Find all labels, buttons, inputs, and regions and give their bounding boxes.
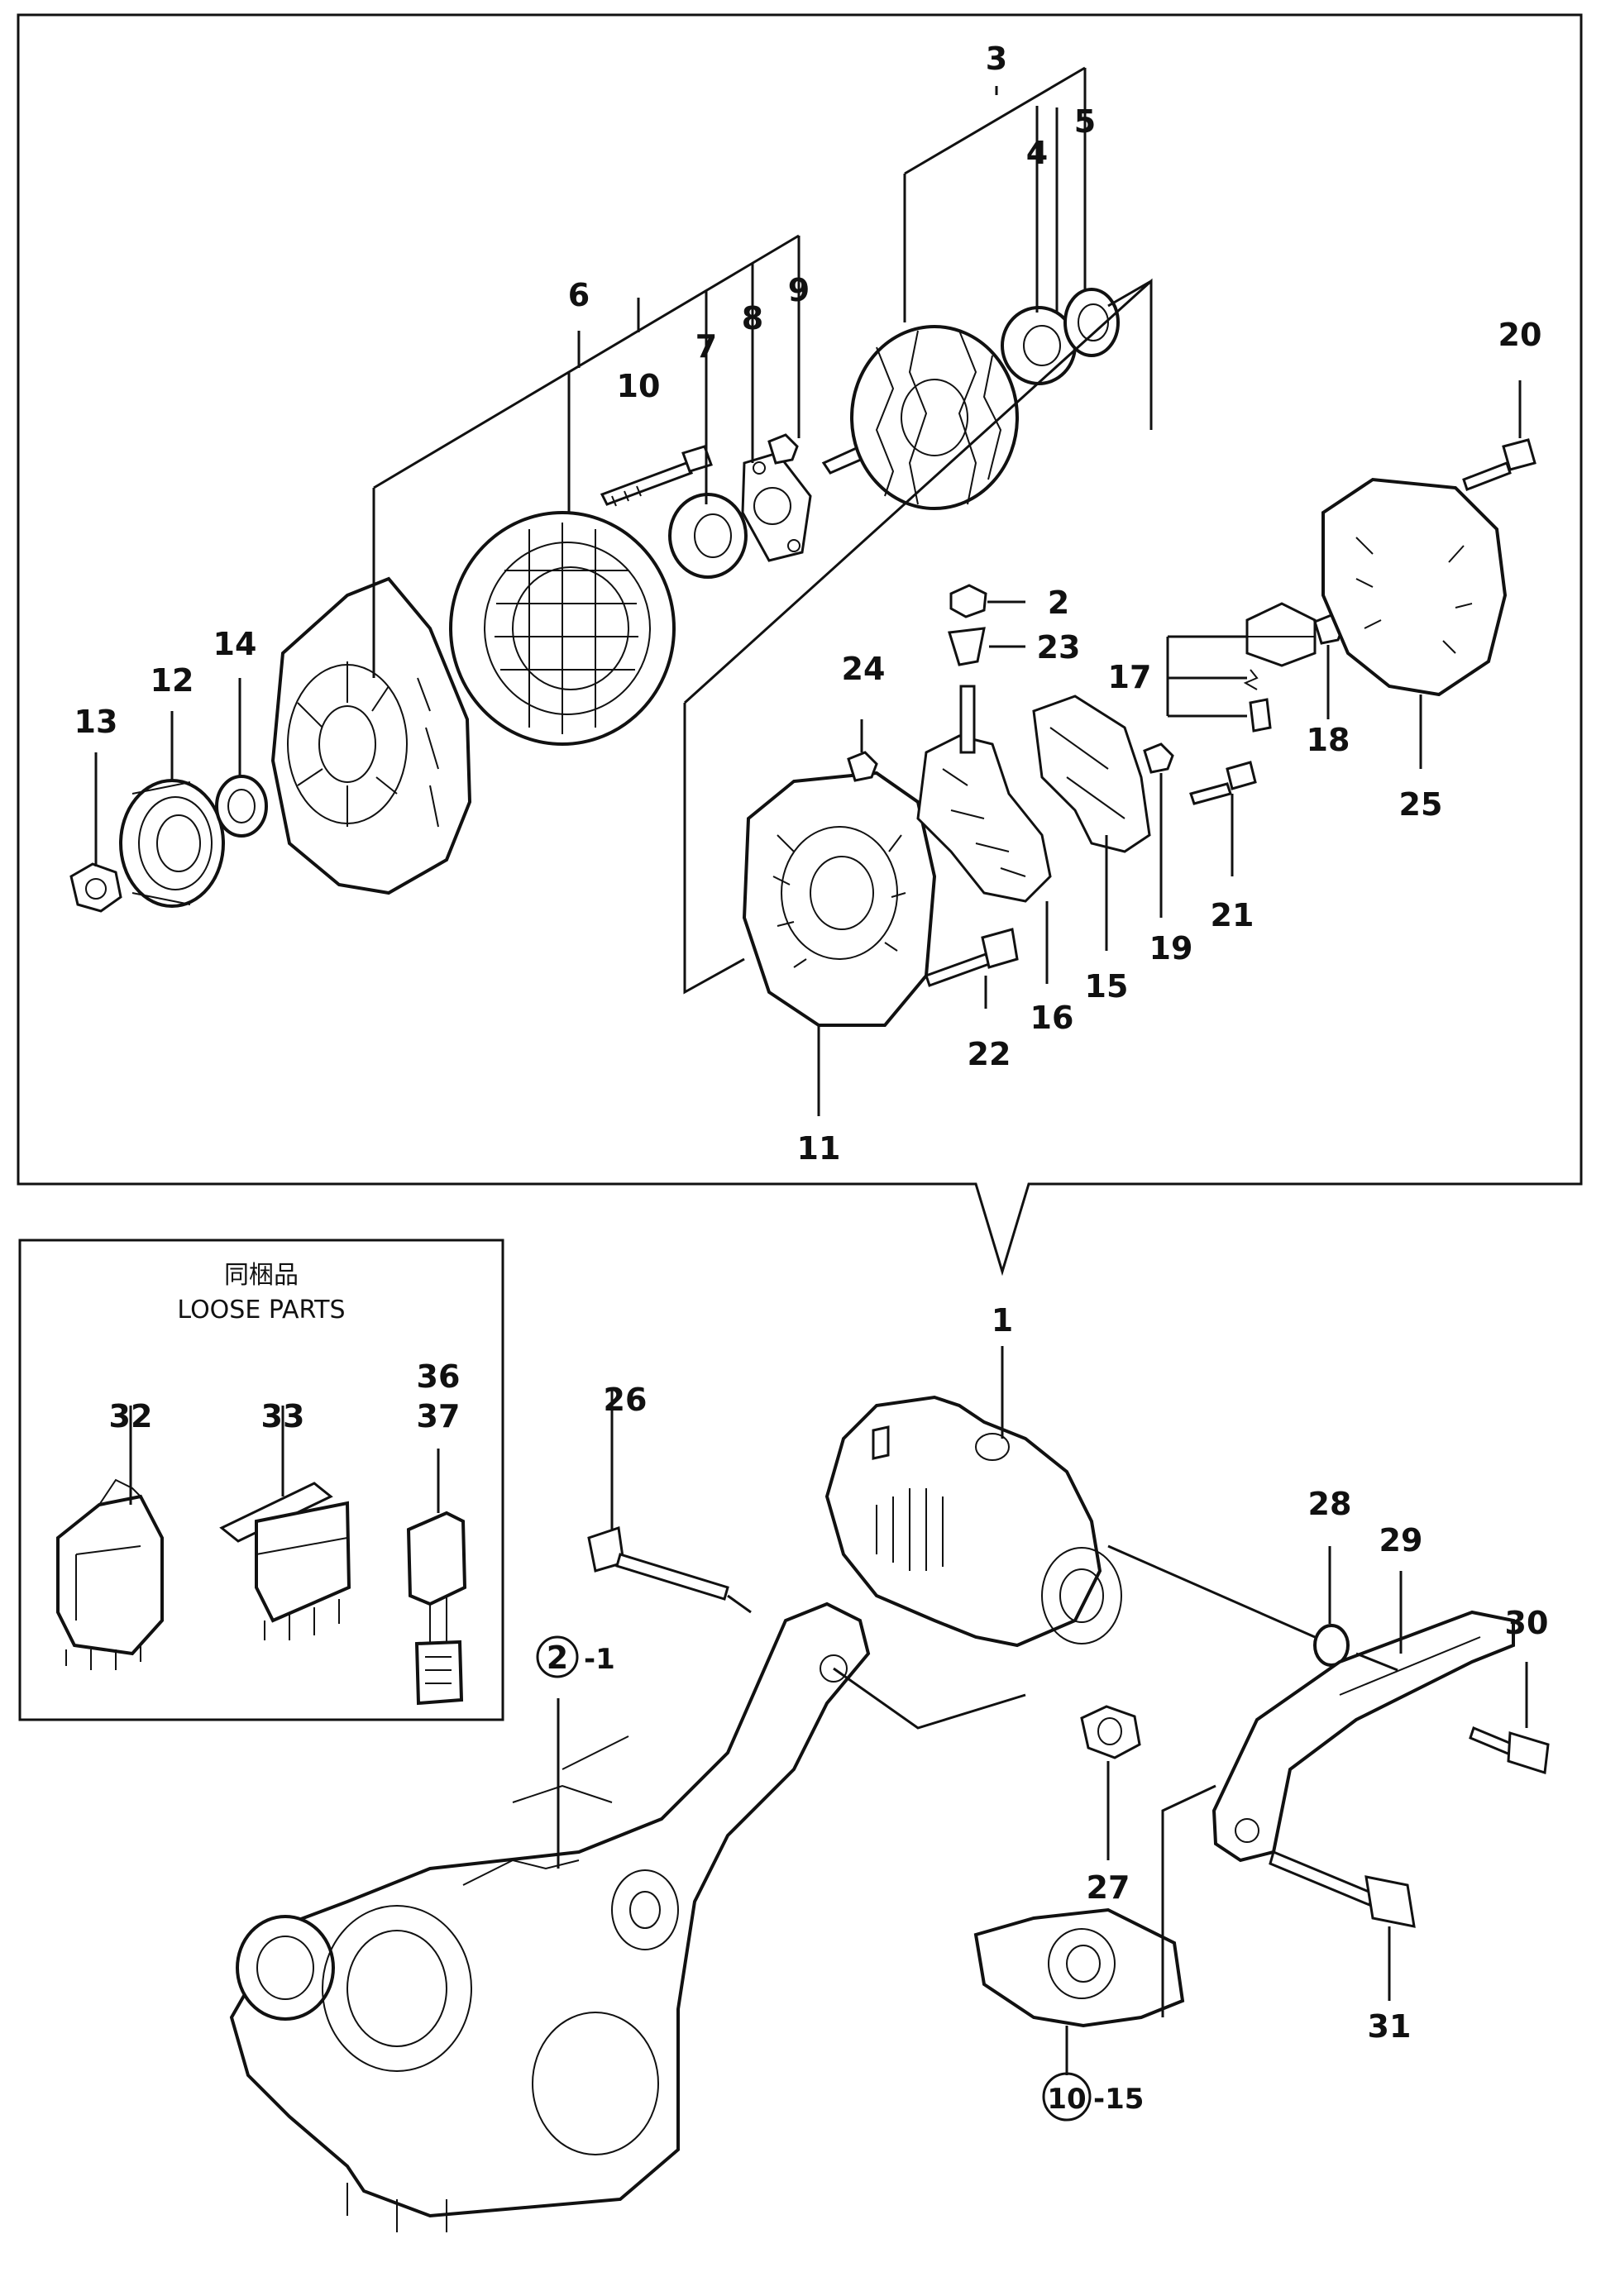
nut-24-part (847, 751, 878, 782)
callout-24: 24 (842, 651, 886, 687)
callout-20: 20 (1498, 317, 1542, 353)
retainer-plate-part (741, 451, 812, 562)
callout-7: 7 (695, 328, 717, 365)
callout-32: 32 (109, 1398, 153, 1434)
callout-11: 11 (797, 1130, 841, 1167)
loose-parts-heading: 同梱品 LOOSE PARTS (177, 1261, 345, 1325)
collar-28-part (1313, 1624, 1350, 1667)
pulley-part (119, 779, 225, 908)
rectifier-part (916, 734, 1052, 903)
callout-15: 15 (1085, 968, 1129, 1005)
brush-spring-part (1243, 669, 1259, 690)
pulley-nut-part (69, 862, 122, 913)
callout-17: 17 (1108, 659, 1152, 695)
callout-33: 33 (261, 1398, 305, 1434)
callout-16: 16 (1030, 1000, 1074, 1036)
terminal-stud-part (959, 685, 976, 754)
callout-8: 8 (742, 300, 763, 337)
alternator-bracket-part (973, 1907, 1185, 2028)
callout-30: 30 (1505, 1605, 1549, 1641)
callout-3: 3 (986, 41, 1007, 77)
callout-21: 21 (1211, 897, 1255, 933)
bearing-7-part (668, 493, 748, 579)
rear-cover-part (1321, 477, 1508, 697)
callout-31: 31 (1368, 2008, 1412, 2045)
callout-36: 36 (417, 1358, 461, 1395)
callout-4: 4 (1026, 135, 1048, 171)
rotor-part (821, 325, 1019, 510)
terminal-nut-part (949, 584, 987, 618)
callout-22: 22 (968, 1036, 1011, 1072)
callout-5: 5 (1074, 103, 1096, 140)
callout-labels: 3 4 5 6 7 8 9 10 11 12 13 14 15 16 17 18… (74, 41, 1549, 2045)
reference-circle (1042, 2072, 1092, 2122)
plate-screw-part (767, 433, 799, 465)
through-bolt-part (600, 445, 713, 507)
leader-lines-bottom (557, 1346, 1528, 2075)
leader-lines-loose (129, 1406, 440, 1513)
alternator-assembly-part (824, 1395, 1122, 1648)
reference-suffix: -15 (1093, 2083, 1144, 2116)
reference-number: 2 (547, 1640, 568, 1676)
brush-holder-part (1245, 602, 1317, 667)
rear-frame-part (742, 771, 937, 1027)
loose-parts-frame (18, 1239, 504, 1721)
nut-27-part (1080, 1705, 1141, 1759)
bearing-cover-part (1063, 288, 1120, 357)
callout-1: 1 (992, 1302, 1013, 1339)
callout-23: 23 (1037, 629, 1081, 666)
reference-suffix: -1 (584, 1643, 615, 1676)
loose-parts-title-en: LOOSE PARTS (177, 1296, 345, 1325)
front-frame-part (270, 576, 472, 895)
regulator-part (1032, 695, 1151, 853)
stator-part (449, 511, 676, 746)
leader-lines-top (94, 66, 1522, 1116)
reference-circle (536, 1635, 579, 1678)
callout-29: 29 (1379, 1522, 1423, 1559)
bolt-26-part (587, 1526, 729, 1601)
gear-case-part (229, 1601, 871, 2232)
bolt-30-part (1469, 1726, 1550, 1774)
reference-gear-case: 2 -1 (536, 1635, 615, 1678)
resistor-36-part (406, 1511, 467, 1706)
bolt-22-part (925, 928, 1019, 987)
callout-26: 26 (604, 1382, 648, 1418)
callout-13: 13 (74, 704, 118, 740)
nut-19-part (1143, 742, 1174, 774)
callout-28: 28 (1308, 1486, 1352, 1522)
reference-bracket: 10 -15 (1042, 2072, 1144, 2122)
relay-32-part (56, 1478, 164, 1670)
adjusting-brace-part (1212, 1610, 1515, 1863)
callout-25: 25 (1399, 786, 1443, 823)
bolt-20-part (1462, 438, 1536, 491)
callout-6: 6 (568, 277, 590, 313)
callout-2: 2 (1048, 585, 1069, 621)
bolt-31-part (1269, 1850, 1416, 1928)
callout-37: 37 (417, 1398, 461, 1434)
callout-10: 10 (617, 368, 661, 404)
brush-part (1249, 698, 1272, 733)
exploded-view-frame (17, 13, 1583, 1277)
callout-12: 12 (151, 662, 194, 699)
callout-14: 14 (213, 626, 257, 662)
reference-number: 10 (1047, 2083, 1086, 2116)
callout-18: 18 (1307, 722, 1350, 758)
callout-19: 19 (1149, 930, 1193, 967)
callout-9: 9 (788, 272, 810, 308)
terminal-insulator-part (948, 627, 986, 666)
relay-33-part (219, 1482, 351, 1640)
loose-parts-title-jp: 同梱品 (224, 1261, 299, 1290)
callout-27: 27 (1087, 1869, 1130, 1906)
collar-part (215, 775, 268, 838)
bolt-21-part (1189, 761, 1257, 805)
